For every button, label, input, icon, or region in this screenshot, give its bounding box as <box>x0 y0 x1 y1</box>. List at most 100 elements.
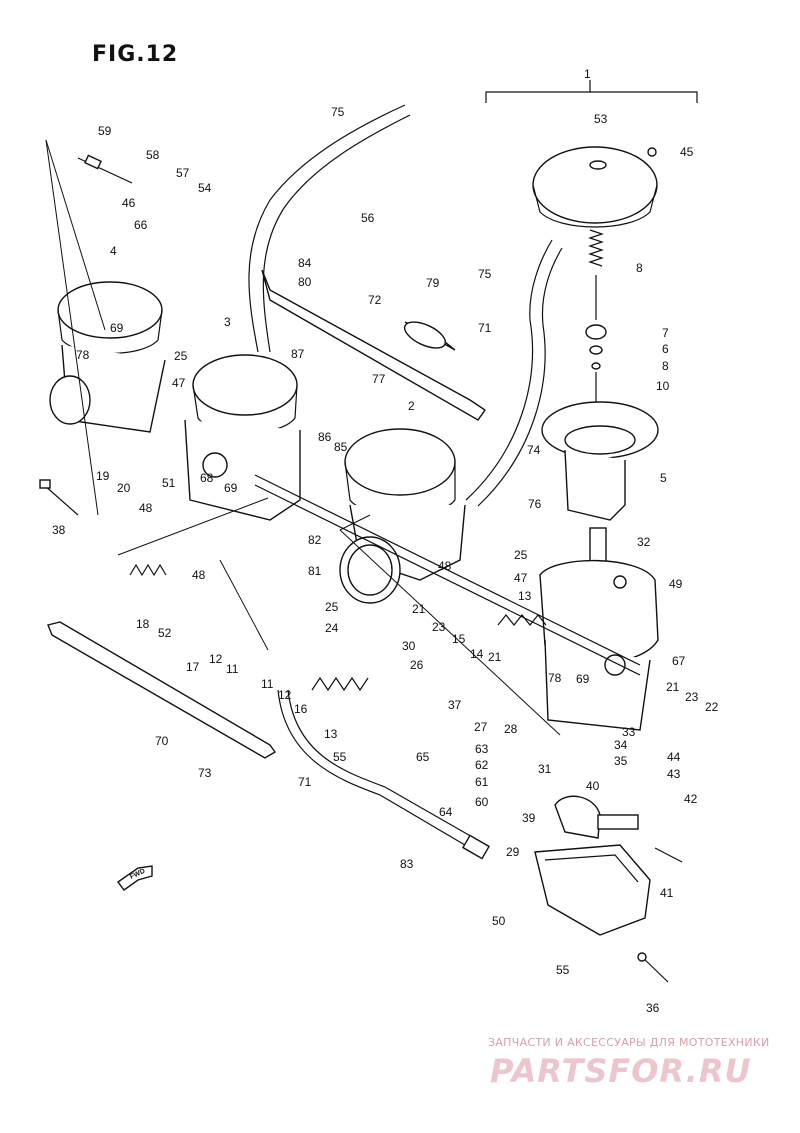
callout-22: 22 <box>705 700 719 714</box>
callout-21c: 21 <box>666 680 680 694</box>
return-spring-13b <box>497 614 547 626</box>
assembly-bracket <box>485 80 698 103</box>
screw-41 <box>654 847 683 863</box>
callout-5: 5 <box>660 471 667 485</box>
callout-1: 1 <box>584 67 591 81</box>
callout-18: 18 <box>136 617 150 631</box>
screw-38 <box>39 479 79 516</box>
chamber-cover-53 <box>532 146 658 228</box>
callout-20: 20 <box>117 481 131 495</box>
callout-78a: 78 <box>76 348 90 362</box>
callout-10: 10 <box>656 379 670 393</box>
callout-23b: 23 <box>685 690 699 704</box>
callout-71a: 71 <box>478 321 492 335</box>
callout-40: 40 <box>586 779 600 793</box>
callout-70: 70 <box>155 734 169 748</box>
callout-28: 28 <box>504 722 518 736</box>
callout-48a: 48 <box>139 501 153 515</box>
screw-36 <box>637 952 669 983</box>
callout-54: 54 <box>198 181 212 195</box>
callout-8: 8 <box>662 359 669 373</box>
linkage-plate-70 <box>47 621 277 759</box>
callout-60: 60 <box>475 795 489 809</box>
callout-57: 57 <box>176 166 190 180</box>
callout-39: 39 <box>522 811 536 825</box>
callout-79: 79 <box>426 276 440 290</box>
callout-19: 19 <box>96 469 110 483</box>
callout-25c: 25 <box>514 548 528 562</box>
callout-55a: 55 <box>333 750 347 764</box>
callout-41: 41 <box>660 886 674 900</box>
callout-65: 65 <box>416 750 430 764</box>
callout-11a: 11 <box>226 662 239 676</box>
callout-29: 29 <box>506 845 520 859</box>
throttle-linkage <box>254 474 641 676</box>
callout-69c: 69 <box>576 672 590 686</box>
callout-12a: 12 <box>209 652 223 666</box>
callout-27: 27 <box>474 720 488 734</box>
callout-77: 77 <box>372 372 386 386</box>
vent-hose-75b <box>465 239 563 507</box>
callout-12b: 12 <box>278 688 292 702</box>
callout-83: 83 <box>400 857 414 871</box>
spring-needle-column <box>585 229 607 420</box>
callout-53: 53 <box>594 112 608 126</box>
callout-6: 6 <box>662 342 669 356</box>
callout-86: 86 <box>318 430 332 444</box>
callout-87: 87 <box>291 347 305 361</box>
callout-76: 76 <box>528 497 542 511</box>
guide-lines <box>45 139 561 736</box>
vent-hose-75 <box>248 104 411 353</box>
callout-36: 36 <box>646 1001 660 1015</box>
callout-43: 43 <box>667 767 681 781</box>
throttle-cable-83 <box>277 689 490 860</box>
callout-42: 42 <box>684 792 698 806</box>
callout-45: 45 <box>680 145 694 159</box>
callout-24: 24 <box>325 621 339 635</box>
callout-66: 66 <box>134 218 148 232</box>
callout-37: 37 <box>448 698 462 712</box>
callout-labels: 1 2 3 4 5 6 7 8 8 10 11 11 12 12 13 13 1… <box>52 67 719 1015</box>
figure-title: FIG.12 <box>92 42 179 67</box>
callout-8b: 8 <box>636 261 643 275</box>
callout-75a: 75 <box>331 105 345 119</box>
piston-diaphragm-5 <box>541 401 659 521</box>
callout-85: 85 <box>334 440 348 454</box>
callout-2: 2 <box>408 399 415 413</box>
needle-59 <box>77 154 133 184</box>
callout-11b: 11 <box>261 677 274 691</box>
callout-61: 61 <box>475 775 489 789</box>
callout-51: 51 <box>162 476 176 490</box>
callout-13b: 13 <box>518 589 532 603</box>
callout-81: 81 <box>308 564 322 578</box>
callout-75b: 75 <box>478 267 492 281</box>
callout-63: 63 <box>475 742 489 756</box>
spring-18 <box>129 563 167 577</box>
callout-47a: 47 <box>172 376 186 390</box>
callout-15: 15 <box>452 632 466 646</box>
callout-25a: 25 <box>174 349 188 363</box>
watermark-caption: ЗАПЧАСТИ И АКСЕССУАРЫ ДЛЯ МОТОТЕХНИКИ <box>488 1036 770 1049</box>
callout-26: 26 <box>410 658 424 672</box>
callout-47b: 47 <box>514 571 528 585</box>
callout-21a: 21 <box>412 602 426 616</box>
callout-4: 4 <box>110 244 117 258</box>
bracket-72 <box>261 269 486 421</box>
return-spring-13a <box>311 676 369 692</box>
callout-69a: 69 <box>110 321 124 335</box>
callout-16: 16 <box>294 702 308 716</box>
callout-74: 74 <box>527 443 541 457</box>
callout-78b: 78 <box>548 671 562 685</box>
callout-3: 3 <box>224 315 231 329</box>
tube-79 <box>403 321 456 351</box>
callout-30: 30 <box>402 639 416 653</box>
callout-58: 58 <box>146 148 160 162</box>
callout-14: 14 <box>470 647 484 661</box>
callout-52: 52 <box>158 626 172 640</box>
callout-73: 73 <box>198 766 212 780</box>
callout-34: 34 <box>614 738 628 752</box>
callout-7: 7 <box>662 326 669 340</box>
callout-50: 50 <box>492 914 506 928</box>
carb-body-center <box>339 428 466 604</box>
